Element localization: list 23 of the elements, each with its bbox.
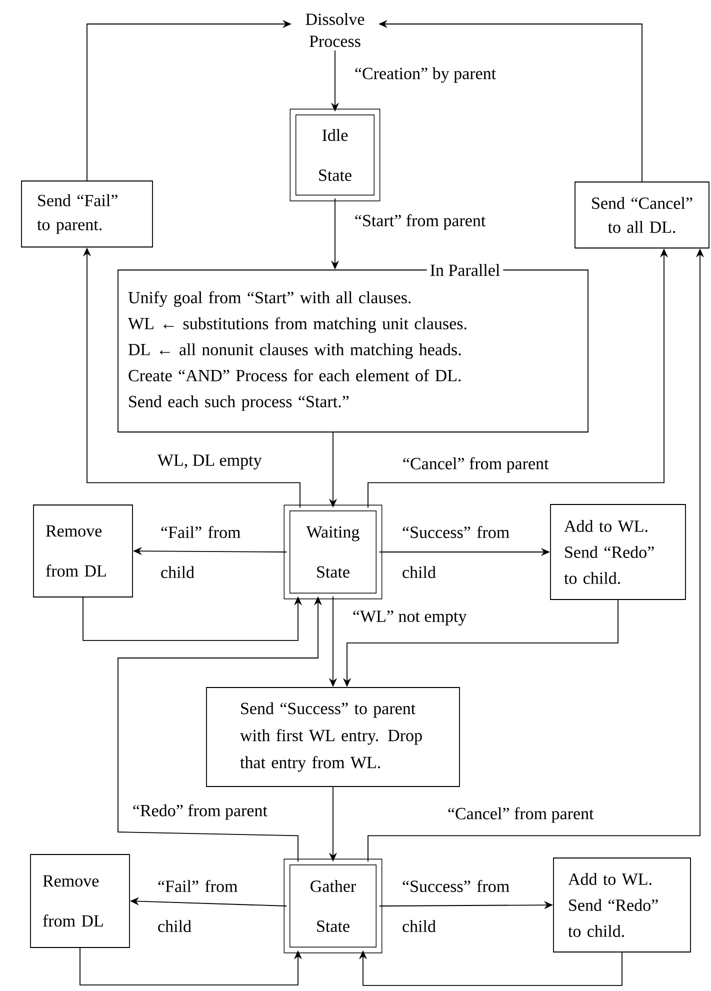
edge-label: “Fail” from child <box>158 880 238 932</box>
action-box: Unify goal from “Start” with all clauses. WL ← substitutions from matching unit clauses. DL ← all nonunit clauses with matching heads. Create “AND” Process for each element of DL. Send each such process “Start.” In Parallel <box>118 261 588 432</box>
edge-label: “Cancel” from parent <box>403 457 549 473</box>
state-box: Gather State <box>284 858 382 954</box>
state-box: Idle State <box>290 108 380 202</box>
edge-label: “Creation” by parent <box>355 67 496 83</box>
action-box: Send “Fail” to parent. <box>21 180 153 248</box>
edge-label: WL, DL empty <box>157 454 262 470</box>
edge-label: “Cancel” from parent <box>448 807 594 823</box>
state-box: Waiting State <box>284 504 382 600</box>
action-box: Send “Cancel” to all DL. <box>574 182 710 248</box>
edge-label: “Start” from parent <box>355 214 486 230</box>
edge-label: “Redo” from parent <box>133 804 268 820</box>
action-box: Add to WL. Send “Redo” to child. <box>550 504 686 600</box>
action-box: Remove from DL <box>33 504 133 598</box>
action-box: Remove from DL <box>30 854 130 948</box>
edge-label: “Success” from child <box>402 526 510 578</box>
edge-label: “Fail” from child <box>161 526 240 578</box>
edge-label: “WL” not empty <box>353 610 467 626</box>
edge-label: “Success” from child <box>402 880 510 932</box>
action-box: Add to WL. Send “Redo” to child. <box>553 858 691 952</box>
state-label: Dissolve Process <box>306 13 364 47</box>
action-box: Send “Success” to parent with first WL entry. Drop that entry from WL. <box>206 687 460 787</box>
